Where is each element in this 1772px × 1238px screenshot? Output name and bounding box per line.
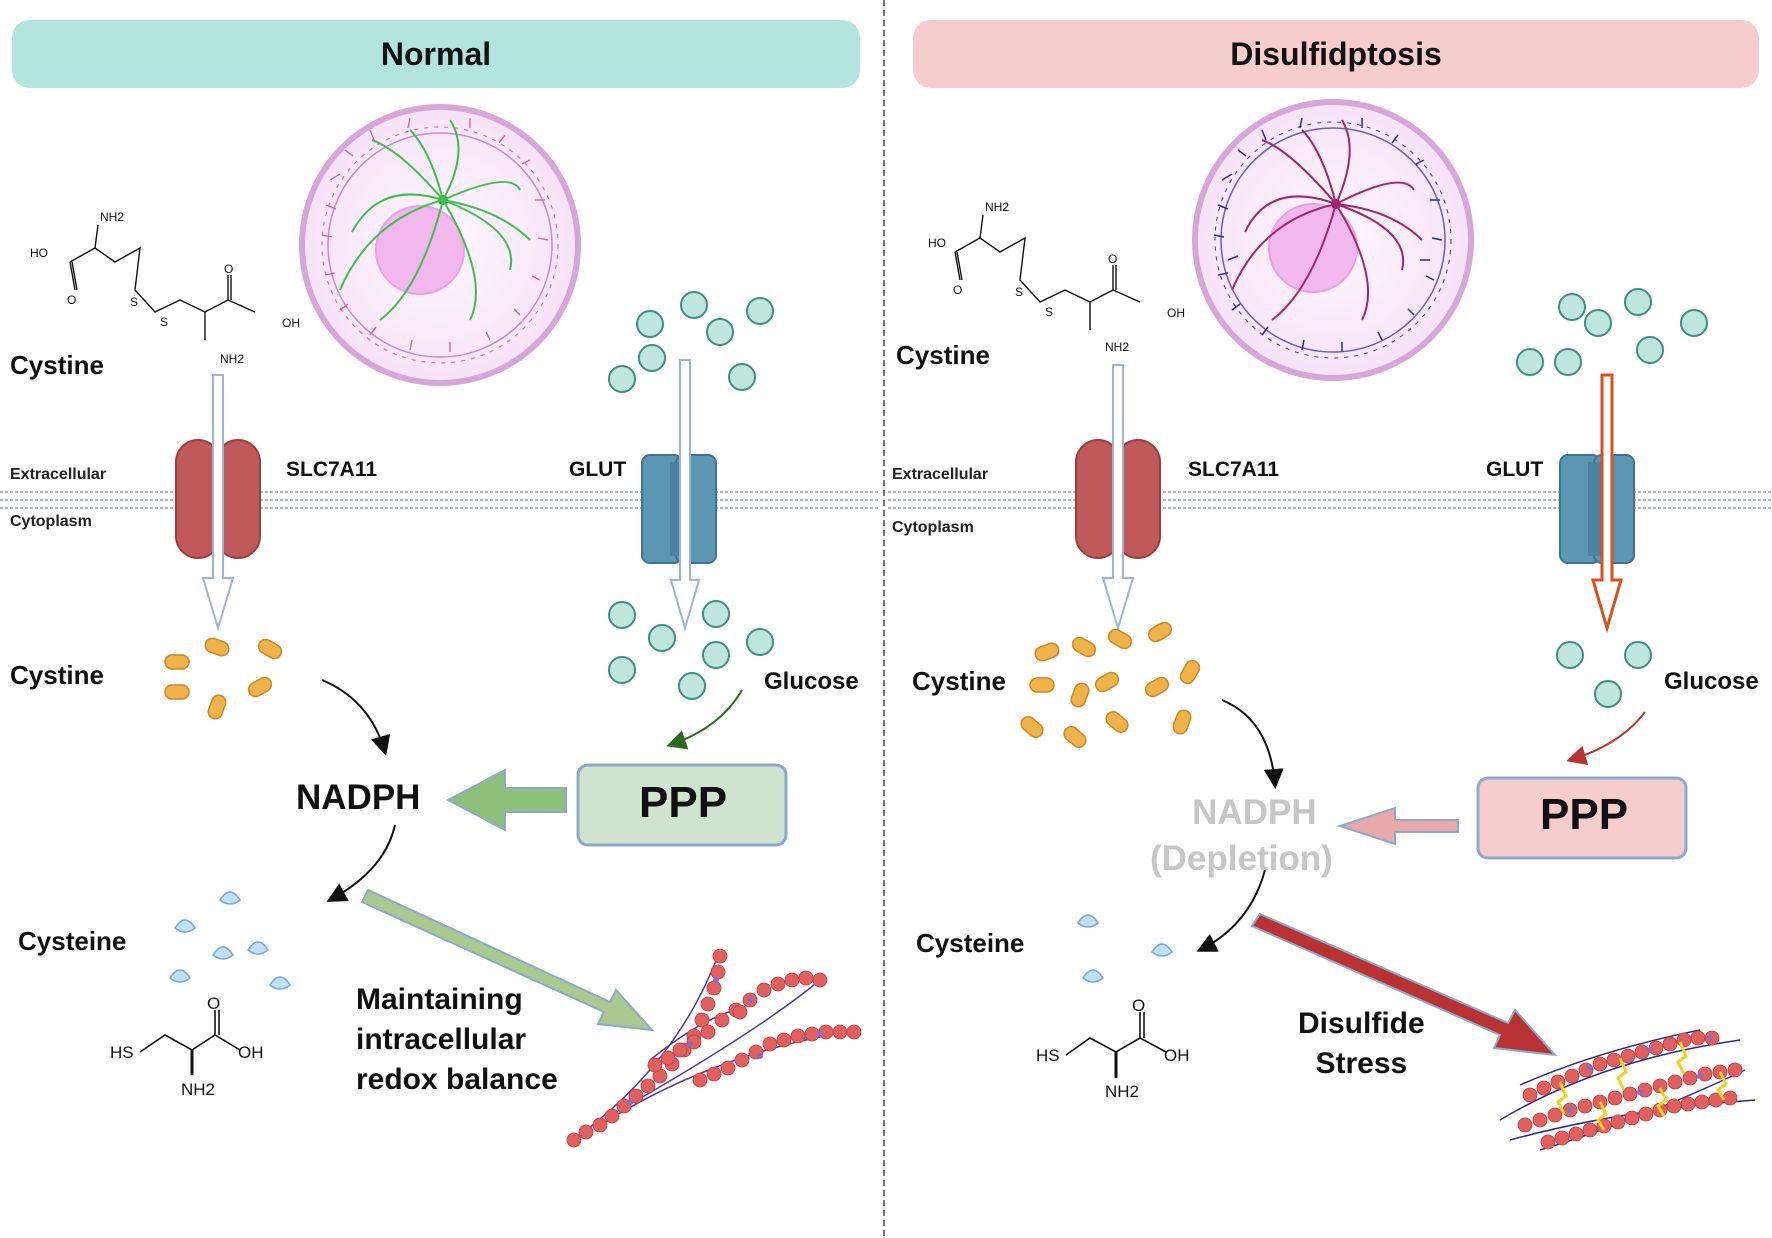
cell-disulfidptosis (1192, 99, 1474, 381)
header-disulfidptosis: Disulfidptosis (913, 20, 1759, 88)
glucose-label-disulfidptosis: Glucose (1664, 668, 1759, 695)
redox-balance-line-2: intracellular (356, 1023, 527, 1056)
ppp-to-nadph-arrow-disulfidptosis (1336, 806, 1459, 846)
cystine-oxygen-label-2-disulfidptosis: O (1108, 252, 1118, 266)
glucose-molecules-inside-normal (608, 600, 774, 700)
redox-balance-label: Maintaining intracellular redox balance (356, 980, 558, 1100)
cysteine-hydroxyl-label-disulfidptosis: OH (1164, 1046, 1190, 1065)
redox-balance-line-1: Maintaining (356, 983, 523, 1016)
disulfide-stress-label: Disulfide Stress (1298, 1004, 1425, 1084)
cystine-hydroxyl-label-1-disulfidptosis: HO (928, 236, 946, 250)
nadph-label-normal: NADPH (296, 778, 421, 817)
redox-balance-line-3: redox balance (356, 1063, 558, 1096)
header-normal: Normal (12, 20, 860, 88)
slc7a11-label-disulfidptosis: SLC7A11 (1188, 458, 1280, 481)
nadph-to-cysteine-arrow-disulfidptosis (1196, 869, 1266, 952)
cell-membrane-right (888, 491, 1772, 509)
cystine-amine-label-2-disulfidptosis: NH2 (1105, 340, 1130, 354)
glucose-to-ppp-arrow-disulfidptosis (1566, 711, 1646, 765)
cysteine-oxygen-label-disulfidptosis: O (1132, 996, 1146, 1015)
cystine-to-nadph-arrow-normal (321, 679, 391, 756)
cytoplasm-label-disulfidptosis: Cytoplasm (892, 519, 974, 536)
cysteine-label-normal: Cysteine (18, 926, 127, 956)
glut-transporter-disulfidptosis (1559, 454, 1635, 564)
cystine-label-extracellular-disulfidptosis: Cystine (896, 340, 990, 370)
cystine-oxygen-label-1-normal: O (67, 293, 77, 307)
actin-mesh-disulfide-stress (1499, 1029, 1756, 1151)
glucose-label-normal: Glucose (764, 668, 859, 695)
cystine-sulfur-label-2-normal: S (160, 315, 169, 329)
glucose-import-arrow-normal (669, 359, 701, 632)
cystine-oxygen-label-1-disulfidptosis: O (953, 283, 963, 297)
cystine-structure-disulfidptosis (954, 214, 1141, 330)
disulfide-stress-arrow (1250, 912, 1558, 1057)
cysteine-amine-label-normal: NH2 (181, 1080, 216, 1099)
ppp-box-disulfidptosis (1476, 776, 1688, 860)
cystine-hydroxyl-label-2-normal: OH (282, 316, 300, 330)
cystine-oxygen-label-2-normal: O (224, 262, 234, 276)
cysteine-structure-disulfidptosis (1065, 1012, 1167, 1078)
disulfide-bonds (1556, 1041, 1728, 1131)
cystine-import-arrow-normal (201, 374, 235, 632)
ppp-label-normal: PPP (639, 778, 728, 827)
cystine-structure-normal (69, 224, 256, 340)
slc7a11-transporter-normal (175, 439, 261, 559)
nadph-depletion-label: NADPH (Depletion) (1150, 790, 1333, 882)
disulfide-stress-line-2: Stress (1315, 1047, 1408, 1080)
extracellular-label-normal: Extracellular (10, 466, 107, 483)
glucose-molecules-outside-normal (608, 291, 774, 393)
cystine-molecules-inner-disulfidptosis (1020, 621, 1201, 748)
cystine-amine-label-1-normal: NH2 (100, 210, 125, 224)
redox-balance-arrow-normal (360, 888, 655, 1032)
glucose-molecules-outside-disulfidptosis (1516, 288, 1708, 376)
ppp-label-disulfidptosis: PPP (1540, 790, 1629, 839)
glut-label-disulfidptosis: GLUT (1486, 458, 1544, 481)
glucose-molecules-inside-disulfidptosis (1556, 641, 1652, 708)
cysteine-structure-normal (139, 1010, 241, 1075)
cell-membrane-left (0, 491, 880, 509)
cytoplasm-label-normal: Cytoplasm (10, 513, 92, 530)
ppp-box-normal (576, 763, 788, 847)
depletion-label: (Depletion) (1150, 839, 1333, 878)
glucose-to-ppp-arrow-normal (666, 689, 743, 750)
cell-normal (299, 104, 581, 386)
cysteine-oxygen-label-normal: O (207, 994, 221, 1013)
slc7a11-transporter-disulfidptosis (1075, 439, 1161, 559)
cysteine-molecules-disulfidptosis (1077, 914, 1173, 983)
slc7a11-label-normal: SLC7A11 (286, 458, 378, 481)
cystine-import-arrow-disulfidptosis (1101, 364, 1135, 632)
cystine-amine-label-1-disulfidptosis: NH2 (985, 200, 1010, 214)
ppp-to-nadph-arrow-normal (445, 768, 567, 832)
cysteine-hydroxyl-label-normal: OH (238, 1043, 264, 1062)
cystine-to-nadph-arrow-disulfidptosis (1221, 699, 1284, 789)
cystine-sulfur-label-1-disulfidptosis: S (1015, 285, 1024, 299)
actin-filaments-normal (566, 948, 862, 1148)
nadph-label-disulfidptosis: NADPH (1192, 793, 1317, 832)
glucose-import-arrow-disulfidptosis (1591, 373, 1623, 634)
cysteine-label-disulfidptosis: Cysteine (916, 928, 1025, 958)
cystine-label-extracellular-normal: Cystine (10, 350, 104, 380)
cystine-molecules-inner-normal (164, 637, 283, 720)
cystine-label-cytoplasm-normal: Cystine (10, 660, 104, 690)
cystine-hydroxyl-label-2-disulfidptosis: OH (1167, 306, 1185, 320)
disulfide-stress-line-1: Disulfide (1298, 1007, 1425, 1040)
cysteine-molecules-normal (169, 891, 291, 990)
cysteine-amine-label-disulfidptosis: NH2 (1105, 1082, 1140, 1101)
glut-label-normal: GLUT (569, 458, 627, 481)
cystine-sulfur-label-1-normal: S (130, 295, 139, 309)
extracellular-label-disulfidptosis: Extracellular (892, 466, 989, 483)
cysteine-thiol-label-disulfidptosis: HS (1036, 1046, 1060, 1065)
cystine-hydroxyl-label-1-normal: HO (30, 246, 48, 260)
cystine-label-cytoplasm-disulfidptosis: Cystine (912, 666, 1006, 696)
nadph-to-cysteine-arrow-normal (326, 824, 396, 902)
cystine-sulfur-label-2-disulfidptosis: S (1045, 305, 1054, 319)
cystine-amine-label-2-normal: NH2 (220, 352, 245, 366)
cysteine-thiol-label-normal: HS (110, 1043, 134, 1062)
